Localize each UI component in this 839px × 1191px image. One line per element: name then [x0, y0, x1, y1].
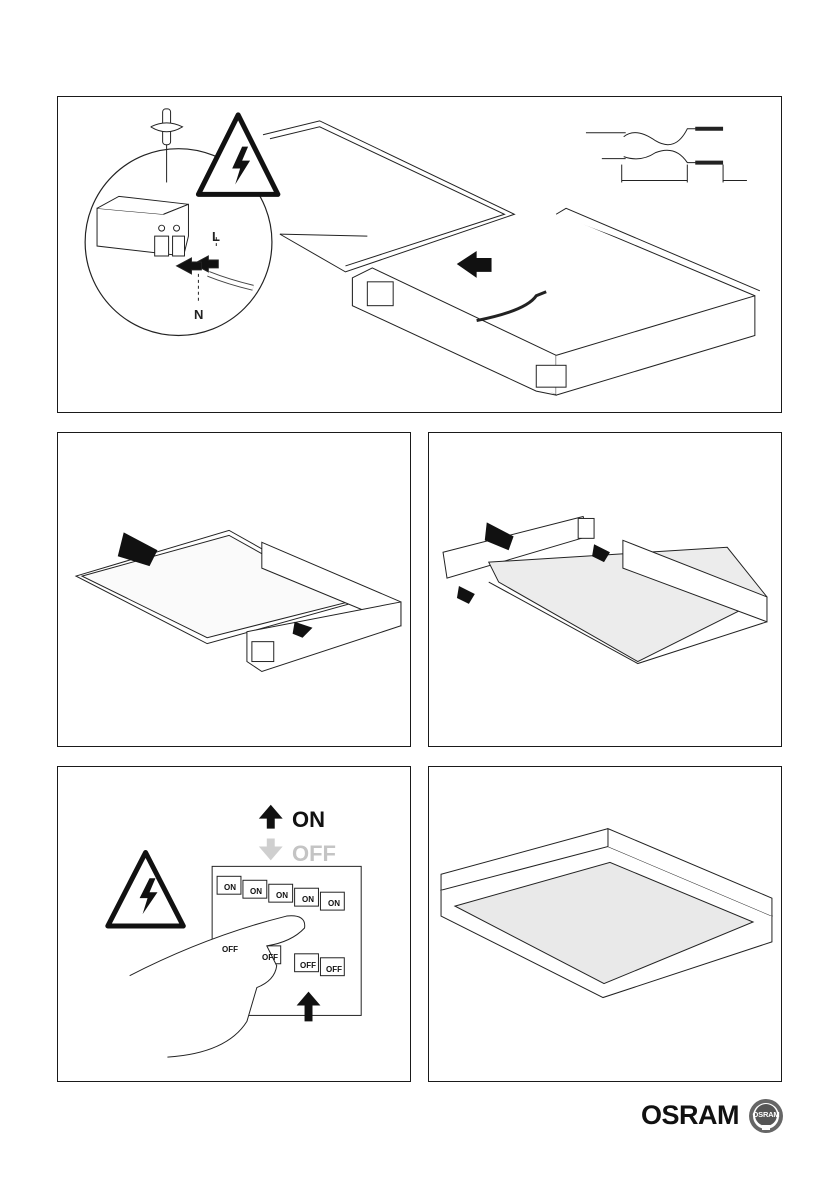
breaker-on-label: ON	[328, 899, 340, 908]
installed-luminaire-illustration	[429, 767, 781, 1081]
breaker-on-label: ON	[302, 895, 314, 904]
step-2-insert-panel	[57, 432, 411, 747]
led-panel-frame	[263, 121, 514, 272]
breaker-off-label: OFF	[326, 965, 342, 974]
insert-panel-illustration	[58, 433, 410, 746]
driver-terminal-block	[97, 196, 188, 256]
slide-arrow-icon	[457, 586, 475, 604]
step-3-close-panel	[428, 432, 782, 747]
breaker-labels: ON ON ON ON ON OFF OFF OFF OFF	[58, 767, 412, 1083]
step-1-wiring-panel: L N	[57, 96, 782, 413]
close-frame-illustration	[429, 433, 781, 746]
wire-strip-length-detail	[586, 129, 747, 183]
neutral-wire-label: N	[194, 307, 203, 322]
wiring-illustration	[58, 97, 781, 412]
breaker-off-label: OFF	[262, 953, 278, 962]
step-4-power-on-panel: ON OFF ON ON ON ON ON OFF OFF OFF OFF	[57, 766, 411, 1082]
breaker-off-label: OFF	[300, 961, 316, 970]
brand-mark-text: OSRAM	[748, 1110, 784, 1119]
breaker-on-label: ON	[250, 887, 262, 896]
live-wire-label: L	[212, 229, 220, 244]
surface-mount-box	[352, 208, 759, 395]
breaker-on-label: ON	[224, 883, 236, 892]
insert-arrow-icon	[457, 251, 492, 278]
brand-name: OSRAM	[641, 1100, 739, 1131]
breaker-on-label: ON	[276, 891, 288, 900]
step-5-finished-panel	[428, 766, 782, 1082]
breaker-off-label: OFF	[222, 945, 238, 954]
slide-in-arrow-icon	[118, 532, 158, 566]
